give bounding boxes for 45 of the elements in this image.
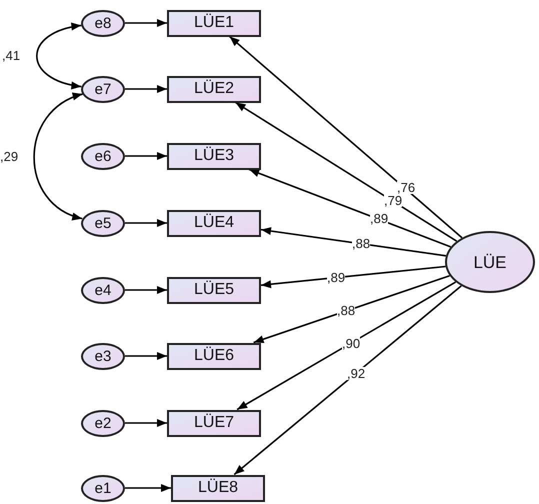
edge-label: ,90 xyxy=(342,336,360,350)
edge-label: ,88 xyxy=(337,304,356,318)
edge-label: ,89 xyxy=(327,270,346,284)
arrow xyxy=(235,102,458,242)
arrow xyxy=(234,285,462,476)
arrow xyxy=(253,274,450,344)
variable-box: LÜE1 xyxy=(167,10,261,36)
edge-label: ,88 xyxy=(352,236,370,250)
edge-label: ,29 xyxy=(0,150,18,163)
variable-box: LÜE2 xyxy=(167,76,261,102)
arrow xyxy=(125,152,167,160)
edge-label: ,79 xyxy=(384,194,402,207)
variable-ellipse: e1 xyxy=(81,474,125,502)
arrow xyxy=(248,168,451,248)
arrow xyxy=(125,419,167,427)
variable-ellipse: LÜE xyxy=(445,231,535,293)
variable-ellipse: e6 xyxy=(81,142,125,170)
arrow xyxy=(33,93,83,220)
variable-box: LÜE8 xyxy=(171,474,265,502)
variable-ellipse: e2 xyxy=(81,410,125,436)
variable-box: LÜE3 xyxy=(167,142,261,170)
variable-box: LÜE7 xyxy=(167,410,261,436)
variable-ellipse: e7 xyxy=(81,76,125,102)
arrow xyxy=(125,85,167,93)
arrow xyxy=(260,266,446,288)
edge-label: ,89 xyxy=(370,212,388,225)
variable-ellipse: e4 xyxy=(81,276,125,304)
arrow xyxy=(260,227,446,257)
arrow xyxy=(125,219,167,227)
variable-ellipse: e5 xyxy=(81,210,125,236)
arrow xyxy=(125,19,167,27)
variable-ellipse: e3 xyxy=(81,342,125,370)
arrow xyxy=(125,352,167,360)
edge-label: ,41 xyxy=(2,49,20,62)
variable-box: LÜE4 xyxy=(167,210,261,236)
variable-box: LÜE6 xyxy=(167,342,261,370)
arrow xyxy=(36,23,82,89)
arrow xyxy=(236,281,456,410)
edge-label: ,92 xyxy=(347,367,366,380)
arrow xyxy=(125,484,171,492)
edge-label: ,76 xyxy=(397,181,416,194)
variable-ellipse: e8 xyxy=(81,10,125,36)
arrow xyxy=(229,36,462,238)
variable-box: LÜE5 xyxy=(167,276,261,304)
arrow xyxy=(125,286,167,294)
